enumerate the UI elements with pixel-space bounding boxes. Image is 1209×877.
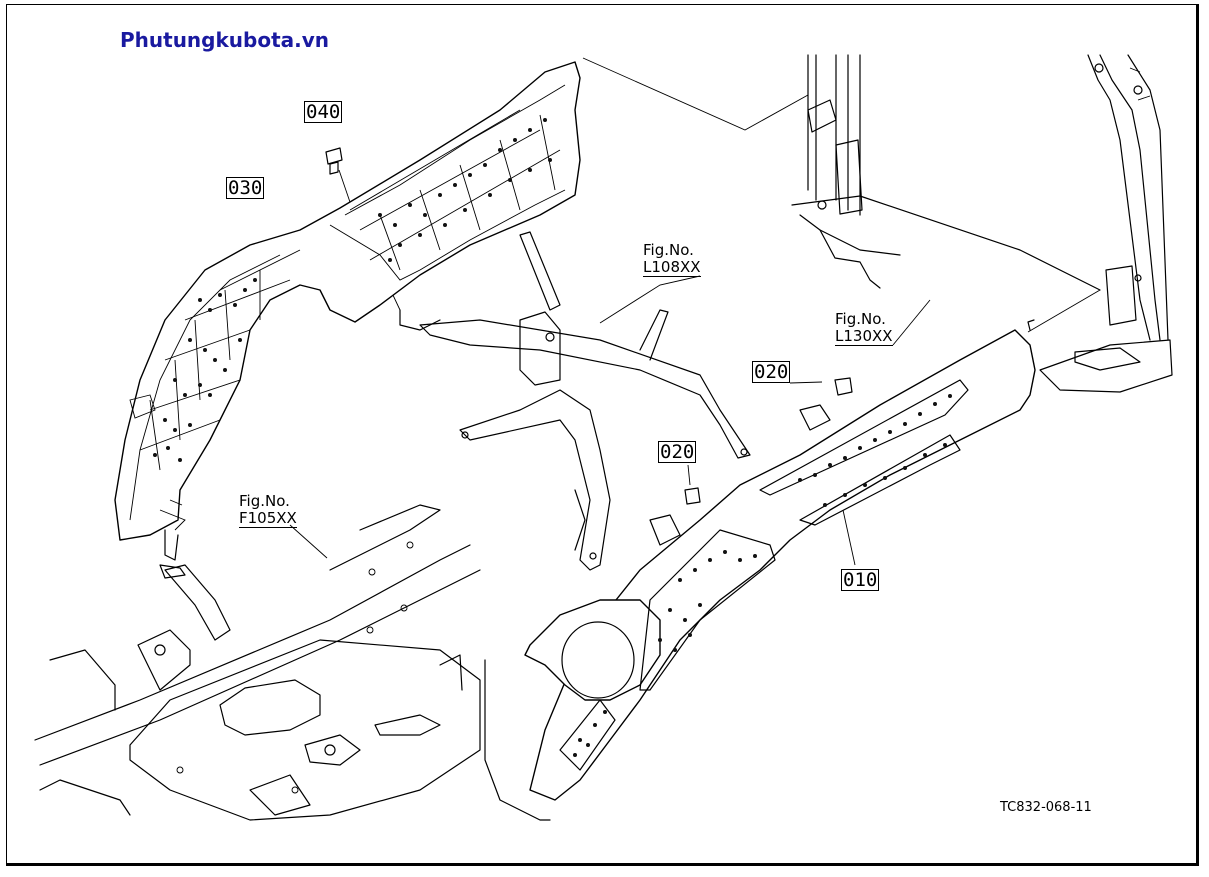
- figure-ref-l130-prefix: Fig.No.: [835, 310, 886, 328]
- part-010-right-fender: [524, 319, 1036, 801]
- part-040-bolt: [325, 147, 343, 175]
- figure-ref-f105-prefix: Fig.No.: [239, 492, 290, 510]
- figure-ref-l130-number: L130XX: [835, 327, 893, 346]
- cab-frame-structure: [791, 54, 1173, 393]
- figure-ref-l108[interactable]: Fig.No. L108XX: [643, 242, 701, 277]
- part-label-010[interactable]: 010: [841, 569, 880, 591]
- part-020-caps: [684, 377, 853, 505]
- chassis-frame: [34, 504, 551, 821]
- support-bracket-assembly: [419, 231, 751, 571]
- figure-ref-f105-number: F105XX: [239, 509, 297, 528]
- part-label-030[interactable]: 030: [226, 177, 265, 199]
- part-label-040[interactable]: 040: [304, 101, 343, 123]
- part-label-020-lower[interactable]: 020: [658, 441, 697, 463]
- figure-ref-l108-prefix: Fig.No.: [643, 241, 694, 259]
- watermark-text: Phutungkubota.vn: [120, 28, 330, 52]
- part-030-left-fender: [114, 61, 581, 579]
- drawing-frame: [6, 4, 1199, 866]
- figure-ref-l108-number: L108XX: [643, 258, 701, 277]
- figure-ref-f105[interactable]: Fig.No. F105XX: [239, 493, 297, 528]
- part-label-020-upper[interactable]: 020: [752, 361, 791, 383]
- drawing-code: TC832-068-11: [1000, 800, 1092, 815]
- figure-ref-l130[interactable]: Fig.No. L130XX: [835, 311, 893, 346]
- leader-lines: [289, 57, 1101, 566]
